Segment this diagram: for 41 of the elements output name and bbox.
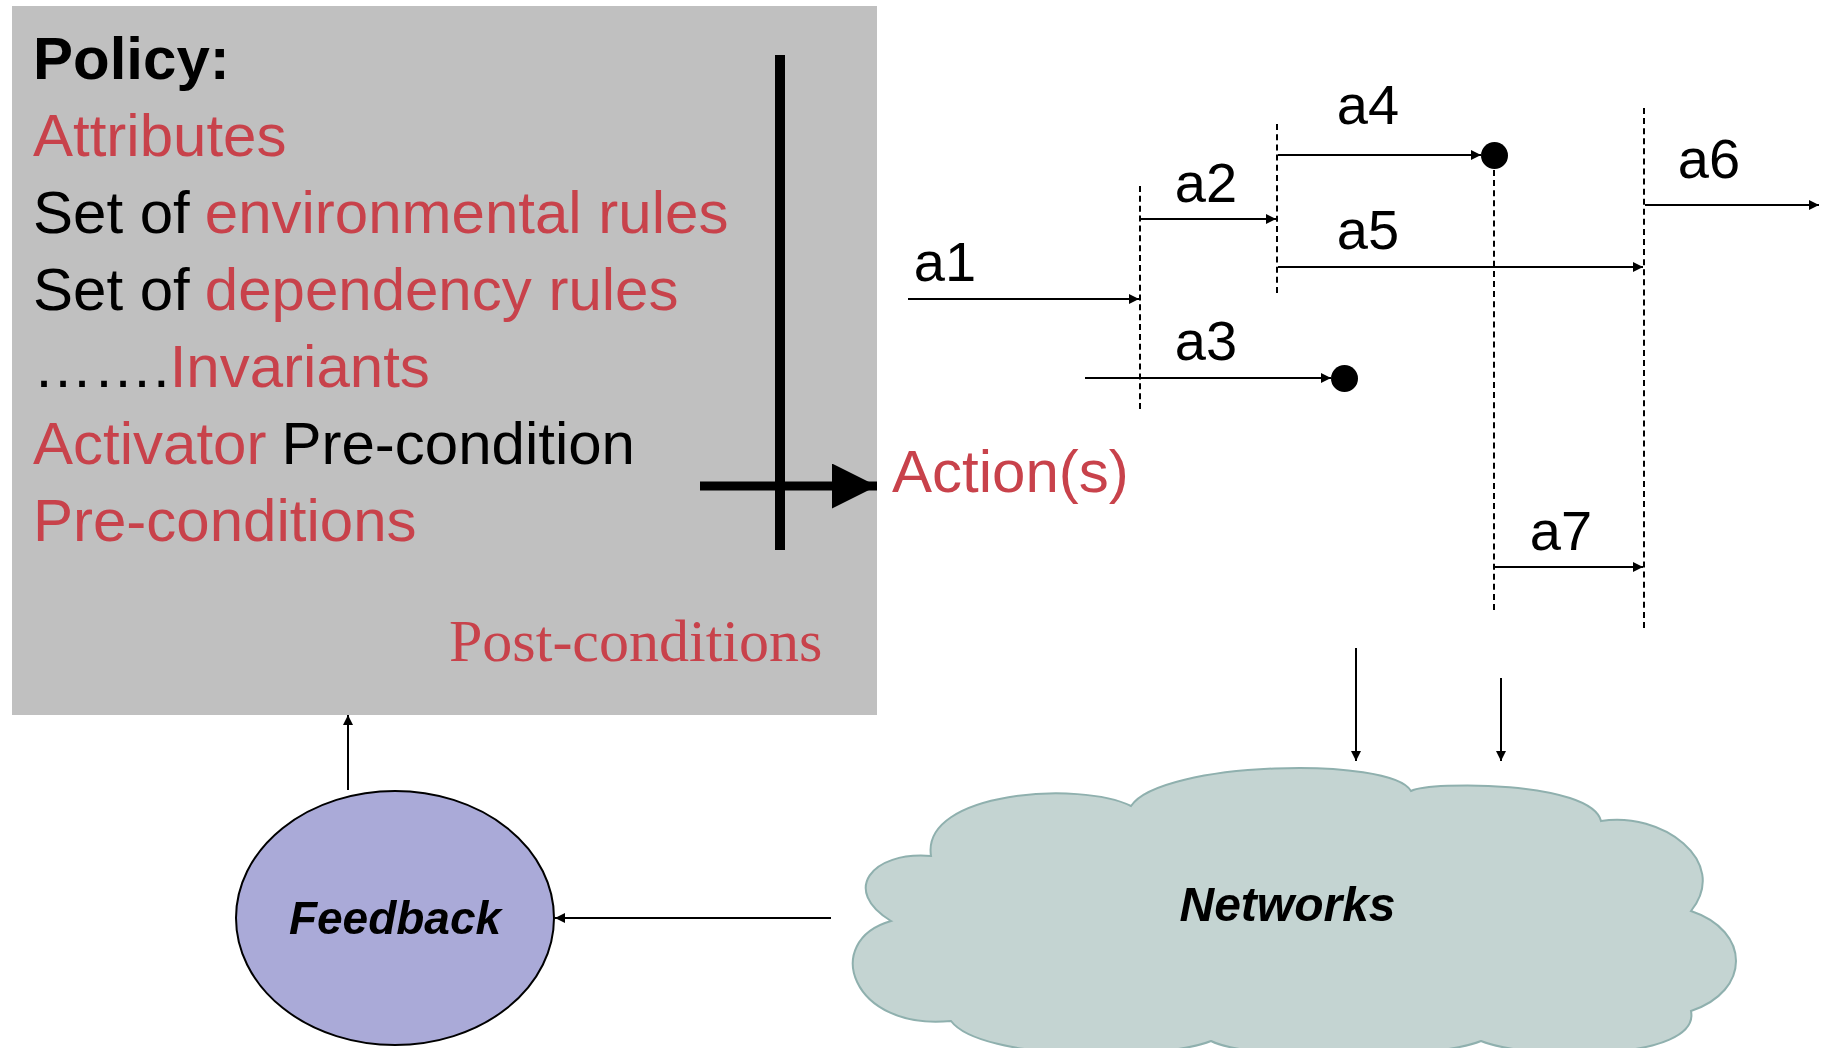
arrow <box>1351 647 1361 762</box>
edge-label: a4 <box>1336 77 1400 133</box>
arrow <box>1496 677 1506 762</box>
arrow <box>343 714 353 791</box>
dot <box>1331 365 1358 392</box>
dashed-line <box>1493 170 1495 610</box>
thick-arrow <box>700 463 877 509</box>
arrow <box>1277 262 1644 272</box>
policy-text: dependency rules <box>204 259 679 320</box>
arrow <box>1644 200 1820 210</box>
edge-label: a3 <box>1174 313 1238 369</box>
action-label: Action(s) <box>877 436 1177 508</box>
dashed-line <box>1276 124 1278 293</box>
policy-text: Pre-conditions <box>33 490 417 551</box>
policy-text: Set of <box>33 182 190 243</box>
edge-label: a5 <box>1336 202 1400 258</box>
arrow <box>1140 214 1277 224</box>
policy-heading: Policy: <box>33 28 230 89</box>
edge-label: a6 <box>1677 131 1741 187</box>
edge-label: a7 <box>1529 503 1593 559</box>
policy-panel <box>12 6 877 715</box>
policy-text: Activator <box>33 413 267 474</box>
policy-text: Attributes <box>33 105 287 166</box>
edge-label: a2 <box>1174 155 1238 211</box>
arrow <box>907 294 1140 304</box>
policy-text: Invariants <box>169 336 430 397</box>
dot <box>1481 142 1508 169</box>
arrow <box>1277 150 1482 160</box>
ellipse-label: Feedback <box>288 895 502 941</box>
policy-text: environmental rules <box>204 182 729 243</box>
cloud-label: Networks <box>1179 880 1396 929</box>
postcondition-label: Post-conditions <box>449 611 823 671</box>
arrow <box>554 913 832 923</box>
policy-text: Set of <box>33 259 190 320</box>
policy-text: ……. <box>33 336 170 397</box>
dashed-line <box>1643 108 1645 628</box>
policy-text: Pre-condition <box>281 413 635 474</box>
dashed-line <box>1139 186 1141 409</box>
edge-label: a1 <box>913 234 977 290</box>
arrow <box>1494 562 1644 572</box>
arrow <box>1084 373 1332 383</box>
